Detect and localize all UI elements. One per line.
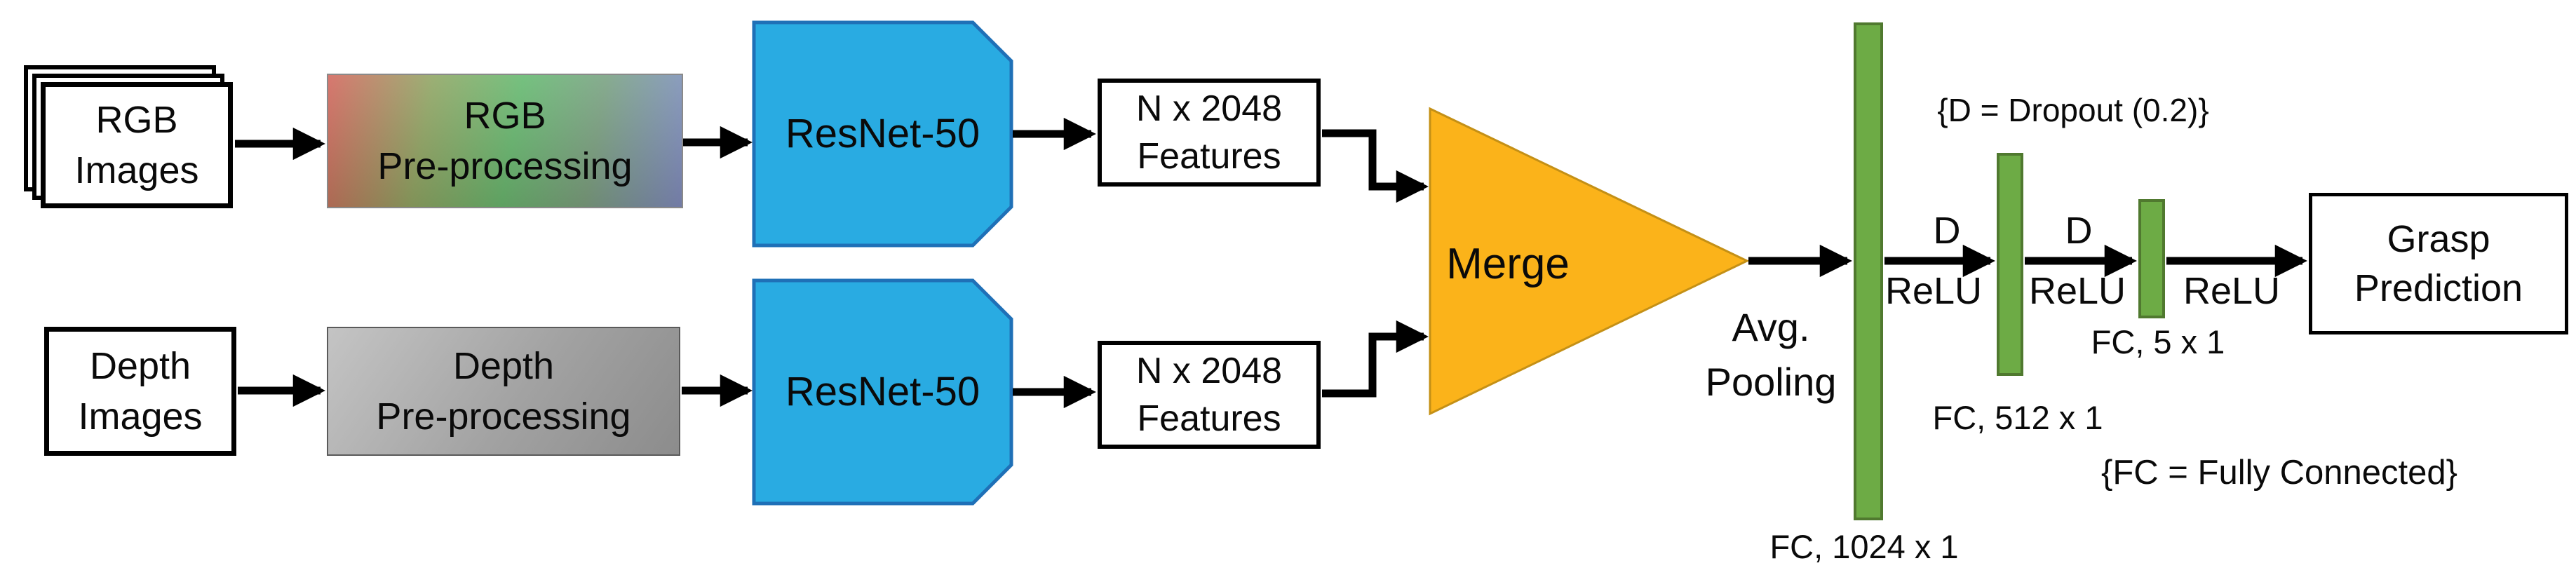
- resnet-rgb-label: ResNet-50: [785, 111, 980, 156]
- rgb-images-label-line1: RGB: [95, 99, 178, 141]
- features-rgb-label-line2: Features: [1137, 136, 1281, 177]
- fc512-bar: [1997, 153, 2023, 376]
- dropout-note: {D = Dropout (0.2)}: [1937, 92, 2209, 128]
- node-rgb-preprocessing: RGB Pre-processing: [327, 74, 683, 208]
- relu-label-second: ReLU: [2028, 270, 2126, 312]
- depth-images-label-line2: Images: [78, 395, 203, 438]
- resnet-rgb-shape: [752, 20, 1013, 248]
- rgb-preprocessing-label-line2: Pre-processing: [377, 145, 633, 187]
- resnet-depth-shape: [752, 278, 1013, 506]
- node-depth-preprocessing: Depth Pre-processing: [327, 327, 680, 456]
- features-rgb-label-line1: N x 2048: [1135, 88, 1283, 129]
- arrow-features-depth-to-merge: [1322, 320, 1429, 398]
- fully-connected-note: {FC = Fully Connected}: [2101, 454, 2457, 492]
- avg-pooling-line2: Pooling: [1705, 360, 1837, 404]
- avg-pooling-annotation: Avg. Pooling: [1706, 300, 1837, 410]
- node-grasp-prediction: Grasp Prediction: [2309, 193, 2568, 334]
- depth-images-label-line1: Depth: [89, 345, 191, 387]
- grasp-prediction-label-line2: Prediction: [2354, 267, 2523, 309]
- arrow-features-rgb-to-merge: [1322, 129, 1429, 203]
- resnet-depth-label: ResNet-50: [785, 369, 980, 414]
- rgb-images-label-line2: Images: [74, 149, 199, 191]
- merge-label: Merge: [1446, 240, 1570, 288]
- fc1024-label: FC, 1024 x 1: [1769, 528, 1959, 565]
- rgb-preprocessing-label-line1: RGB: [464, 95, 546, 137]
- merge-triangle: [1429, 107, 1750, 416]
- avg-pooling-line1: Avg.: [1732, 305, 1810, 349]
- node-features-depth: N x 2048 Features: [1098, 341, 1321, 449]
- depth-preprocessing-label-line1: Depth: [452, 345, 555, 387]
- relu-label-third: ReLU: [2183, 270, 2281, 312]
- relu-label-first: ReLU: [1884, 270, 1983, 312]
- node-rgb-images: RGB Images: [41, 82, 233, 208]
- depth-preprocessing-label-line2: Pre-processing: [376, 395, 631, 438]
- dropout-d-label-second: D: [2065, 210, 2093, 252]
- features-depth-label-line2: Features: [1137, 398, 1281, 439]
- fc5-label: FC, 5 x 1: [2091, 323, 2225, 360]
- node-features-rgb: N x 2048 Features: [1098, 79, 1321, 187]
- fc5-bar: [2138, 199, 2165, 318]
- fc512-label: FC, 512 x 1: [1932, 399, 2103, 436]
- grasp-prediction-label-line1: Grasp: [2387, 218, 2490, 260]
- features-depth-label-line1: N x 2048: [1135, 351, 1283, 391]
- dropout-d-label-first: D: [1933, 210, 1961, 252]
- fc1024-bar: [1854, 22, 1883, 520]
- node-depth-images: Depth Images: [44, 327, 236, 456]
